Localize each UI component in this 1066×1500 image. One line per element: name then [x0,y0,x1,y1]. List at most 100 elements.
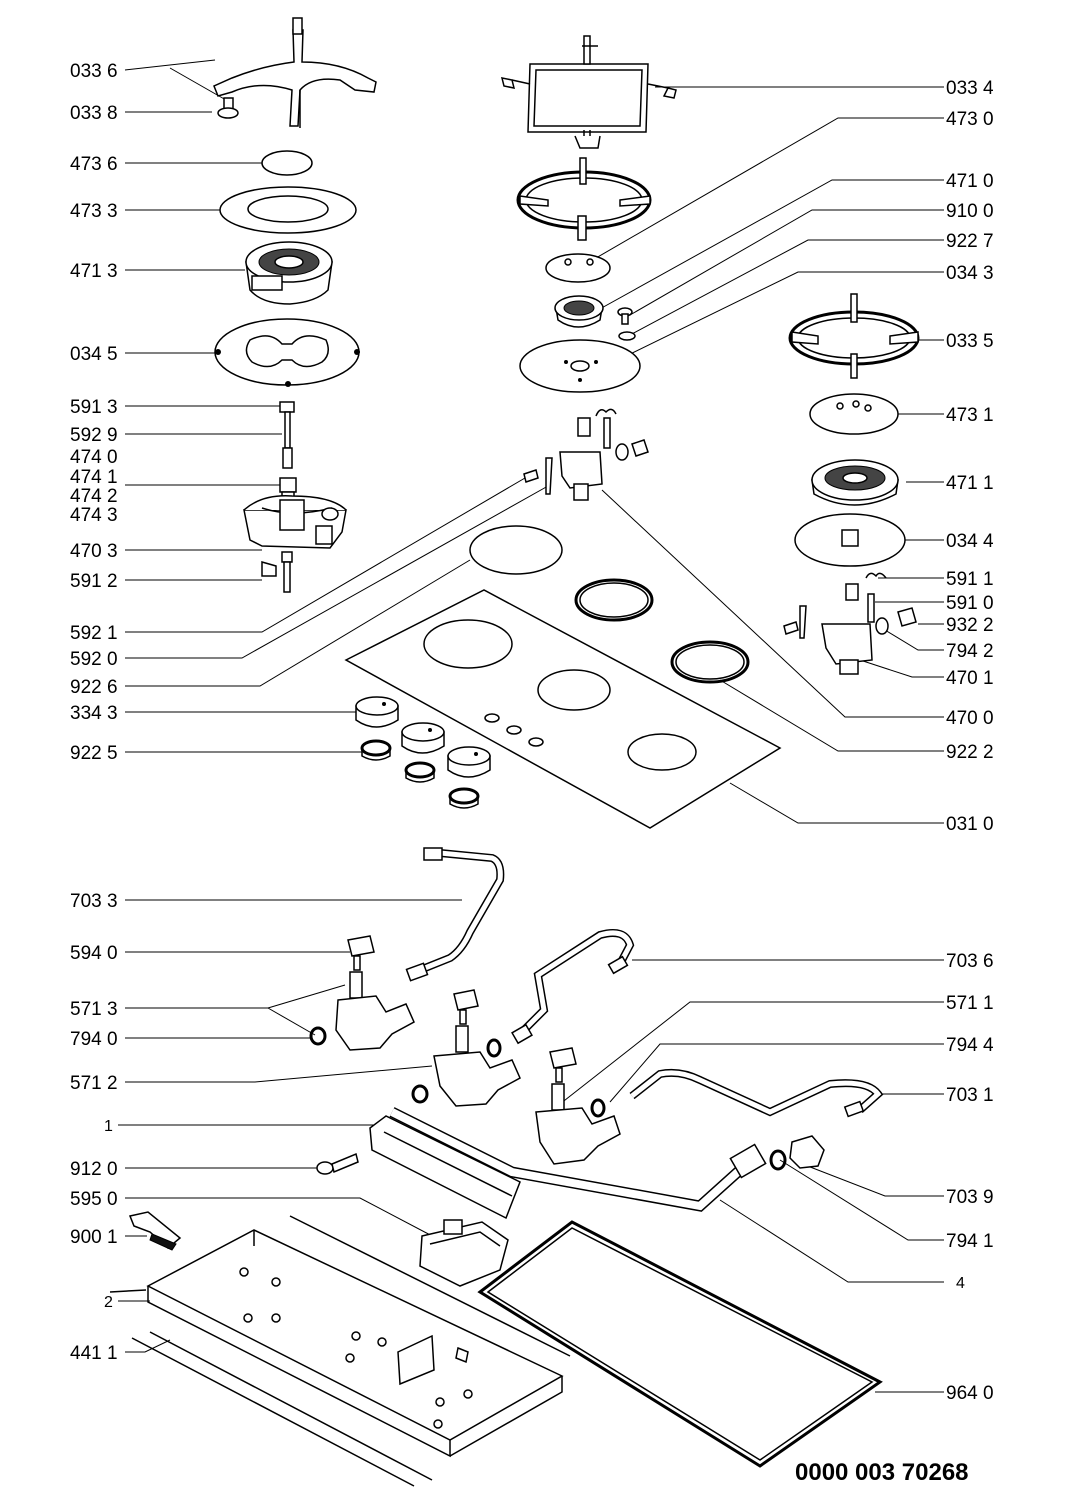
right-part-labels: 033 4 473 0 471 0 910 0 922 7 034 3 033 … [946,78,994,1404]
ignition-module [419,1219,509,1287]
knob-seal-2 [404,761,436,783]
label-0338: 033 8 [70,103,118,124]
label-4711: 471 1 [946,473,994,494]
label-4713: 471 3 [70,261,118,282]
burner-opening-right [627,733,697,771]
adaptor-small [217,97,239,119]
label-9226: 922 6 [70,677,118,698]
label-7940: 794 0 [70,1029,118,1050]
support-rail [369,1115,521,1220]
label-5950: 595 0 [70,1189,118,1210]
label-5912: 591 2 [70,571,118,592]
burner-cap-right [809,393,899,435]
label-9227: 922 7 [946,231,994,252]
burner-opening-left [423,619,513,669]
label-4742: 474 2 [70,486,118,507]
document-number: 0000 003 70268 [795,1459,969,1486]
burner-housing-right [783,572,917,675]
cable-clip [128,1211,182,1251]
burner-body-center [554,295,604,328]
burner-body-right [811,459,899,506]
control-knobs [355,696,491,809]
gas-tap-1 [309,935,415,1051]
burner-cap-small [261,150,313,176]
burner-opening-center [537,669,611,711]
label-5711: 571 1 [946,993,994,1014]
label-7033: 703 3 [70,891,118,912]
label-4: 4 [956,1275,965,1292]
burner-gasket-ring-1 [574,578,654,622]
sealing-gasket [477,1220,883,1468]
knob-1 [355,696,399,728]
label-4731: 473 1 [946,405,994,426]
label-7039: 703 9 [946,1187,994,1208]
left-part-labels: 033 6 033 8 473 6 473 3 471 3 034 5 591 … [70,61,118,1364]
label-5713: 571 3 [70,999,118,1020]
label-7944: 794 4 [946,1035,994,1056]
gas-tap-3 [535,1047,621,1165]
label-4701: 470 1 [946,668,994,689]
label-0344: 034 4 [946,531,994,552]
right-burner-stack [783,293,920,675]
label-0334: 033 4 [946,78,994,99]
label-9225: 922 5 [70,743,118,764]
gas-tap-2 [411,989,521,1107]
fixing-screw [316,1152,359,1175]
burner-housing-center [523,408,649,501]
knob-seal-3 [448,787,480,809]
ignition-electrode-left [279,401,295,469]
knob-2 [401,722,445,754]
burner-seal-plate-center [519,339,641,393]
label-4710: 471 0 [946,171,994,192]
pan-support-round-right [788,293,920,379]
label-5940: 594 0 [70,943,118,964]
hob-top-plate [344,525,782,829]
flame-spreader-ring [219,186,357,234]
label-0345: 034 5 [70,344,118,365]
pan-support-small [213,17,377,128]
label-4730: 473 0 [946,109,994,130]
center-burner-stack [500,35,677,501]
label-7942: 794 2 [946,641,994,662]
gas-taps [309,935,621,1165]
pan-support-rect [500,35,677,149]
label-9222: 922 2 [946,742,994,763]
label-3343: 334 3 [70,703,118,724]
label-4743: 474 3 [70,505,118,526]
label-5921: 592 1 [70,623,118,644]
label-4700: 470 0 [946,708,994,729]
label-7941: 794 1 [946,1231,994,1252]
screw-center [617,307,633,325]
burner-gasket-large [469,525,563,575]
gas-pipes [389,847,884,1212]
label-1: 1 [104,1118,113,1135]
label-9120: 912 0 [70,1159,118,1180]
knob-3 [447,746,491,778]
label-0335: 033 5 [946,331,994,352]
burner-body-left [245,241,333,305]
thermocouple-left [261,551,293,593]
label-4741: 474 1 [70,467,118,488]
label-4703: 470 3 [70,541,118,562]
label-4740: 474 0 [70,447,118,468]
burner-cap-center [545,253,611,283]
burner-housing-left [243,495,347,549]
label-5712: 571 2 [70,1073,118,1094]
label-7031: 703 1 [946,1085,994,1106]
label-2: 2 [104,1294,113,1311]
peripheral-parts [128,1115,883,1468]
label-5920: 592 0 [70,649,118,670]
pan-support-round-center [516,157,652,241]
burner-gasket-ring-2 [670,640,750,684]
label-9640: 964 0 [946,1383,994,1404]
label-0310: 031 0 [946,814,994,835]
label-9001: 900 1 [70,1227,118,1248]
washer-center [618,331,636,341]
left-burner-stack [213,17,377,593]
burner-seal-plate-right [794,513,906,567]
label-4736: 473 6 [70,154,118,175]
label-5913: 591 3 [70,397,118,418]
label-5929: 592 9 [70,425,118,446]
label-0336: 033 6 [70,61,118,82]
